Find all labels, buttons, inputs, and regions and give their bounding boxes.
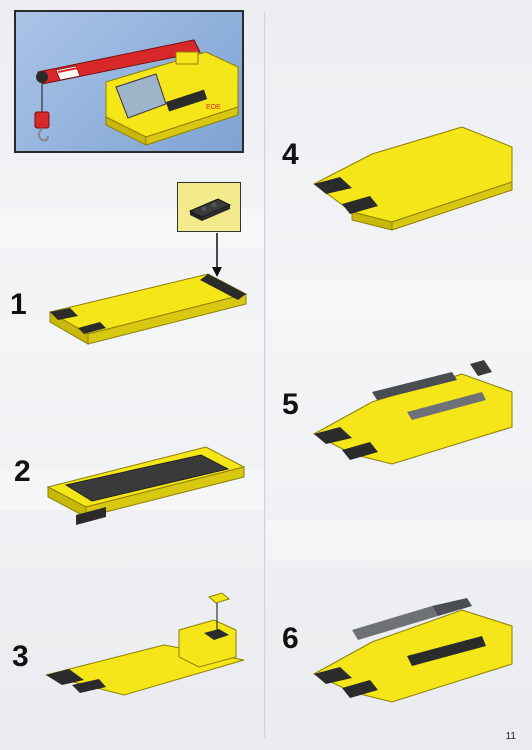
step-2-illustration xyxy=(46,446,246,525)
step-number: 1 xyxy=(10,288,27,321)
model-logo: EOE xyxy=(206,104,221,111)
step-number: 3 xyxy=(12,640,29,673)
column-divider xyxy=(264,12,266,738)
crane-truck-illustration: EOE xyxy=(34,39,239,146)
background-stripe xyxy=(266,520,532,560)
step-number: 2 xyxy=(14,455,31,488)
step-6-illustration xyxy=(312,598,513,703)
step-number: 6 xyxy=(282,622,299,655)
step-number: 5 xyxy=(282,388,299,421)
plate-part-icon xyxy=(188,198,232,221)
arrow-down-icon xyxy=(212,233,222,277)
background-stripe xyxy=(266,280,532,320)
step-3-illustration xyxy=(45,592,245,696)
step-number: 4 xyxy=(282,138,299,171)
step-5-illustration xyxy=(312,360,513,465)
part-callout xyxy=(177,182,241,232)
step-1-illustration xyxy=(48,273,248,345)
finished-model-preview: EOE xyxy=(14,10,244,153)
page-number: 11 xyxy=(505,731,516,742)
step-4-illustration xyxy=(313,126,513,231)
